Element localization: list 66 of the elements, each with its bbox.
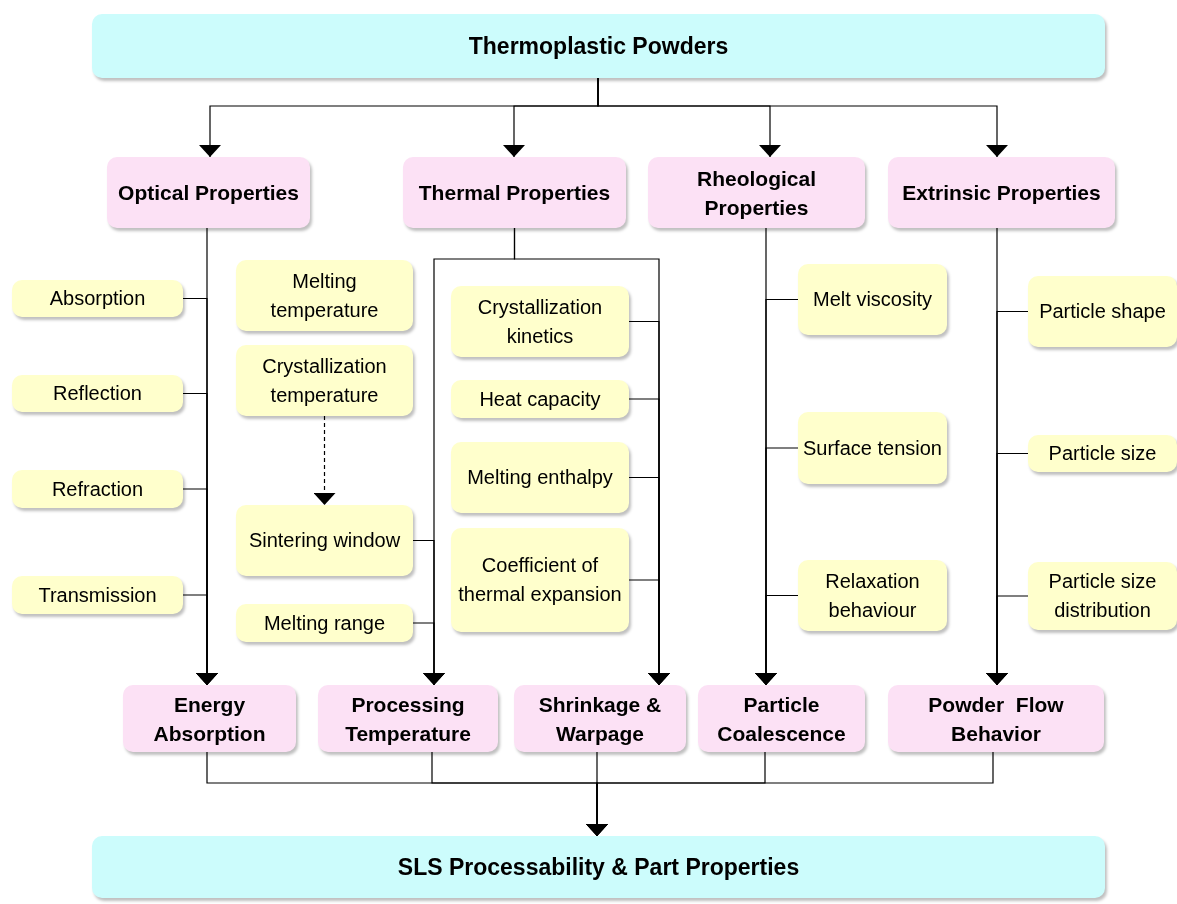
- category-label: Thermal Properties: [418, 180, 611, 206]
- arrow: [986, 595, 1029, 686]
- property-label: Melting range: [263, 610, 386, 636]
- category-box: [888, 157, 1115, 228]
- property-label: Sintering window: [248, 528, 401, 553]
- arrow: [586, 751, 994, 837]
- property-label: Particle size: [1048, 441, 1157, 466]
- arrow: [628, 579, 670, 686]
- outcome-label: Energy Absorption: [152, 691, 267, 747]
- property-label: Melt viscosity: [813, 287, 932, 312]
- outcome-label: Powder Flow Behavior: [927, 691, 1065, 747]
- property-label: Melting enthalpy: [467, 465, 613, 490]
- property-label: Heat capacity: [479, 386, 601, 412]
- property-label: Reflection: [53, 381, 142, 406]
- property-label: Crystallization kinetics: [476, 294, 604, 349]
- property-label: Crystallization temperature: [261, 353, 388, 408]
- property-label: Relaxation behaviour: [824, 568, 921, 623]
- property-box: [451, 286, 629, 357]
- property-label: Transmission: [38, 582, 157, 608]
- property-label: Coefficient of thermal expansion: [457, 553, 623, 607]
- outcome-label: Particle Coalescence: [716, 691, 847, 747]
- property-box: [451, 442, 629, 513]
- category-box: [403, 157, 626, 228]
- outcome-box: [514, 685, 686, 752]
- property-box: [236, 345, 413, 416]
- heading-text: Thermoplastic Powders: [468, 32, 729, 60]
- property-label: Absorption: [49, 286, 146, 311]
- property-box: [1028, 435, 1177, 472]
- property-box: [236, 505, 413, 576]
- property-label: Surface tension: [803, 435, 942, 461]
- category-label: Extrinsic Properties: [902, 180, 1101, 206]
- property-box: [798, 560, 947, 631]
- outcome-box: [698, 685, 865, 752]
- category-label: Optical Properties: [118, 180, 299, 206]
- outcome-label: Processing Temperature: [344, 691, 472, 747]
- arrow: [755, 594, 799, 686]
- property-box: [236, 604, 413, 642]
- title-box: [92, 836, 1105, 898]
- category-label: Rheological Properties: [696, 165, 817, 221]
- property-box: [451, 528, 629, 632]
- outcome-label: Shrinkage & Warpage: [537, 691, 663, 747]
- property-box: [1028, 562, 1177, 630]
- property-box: [1028, 276, 1177, 347]
- property-box: [236, 260, 413, 331]
- heading-text: SLS Processability & Part Properties: [397, 853, 800, 881]
- outcome-box: [888, 685, 1104, 752]
- outcome-box: [123, 685, 296, 752]
- arrow: [597, 77, 1008, 158]
- dashed-arrow: [313, 415, 336, 506]
- category-box: [107, 157, 310, 228]
- property-label: Melting temperature: [269, 268, 380, 323]
- property-label: Particle shape: [1039, 299, 1166, 324]
- property-box: [451, 380, 629, 418]
- property-box: [12, 470, 183, 508]
- property-box: [12, 280, 183, 317]
- property-box: [12, 375, 183, 412]
- category-box: [648, 157, 865, 228]
- property-label: Particle size distribution: [1047, 569, 1158, 623]
- arrow: [412, 622, 445, 686]
- title-box: [92, 14, 1105, 78]
- arrow: [182, 594, 218, 686]
- outcome-box: [318, 685, 498, 752]
- property-box: [12, 576, 183, 614]
- property-label: Refraction: [51, 476, 144, 502]
- property-box: [798, 412, 947, 484]
- property-box: [798, 264, 947, 335]
